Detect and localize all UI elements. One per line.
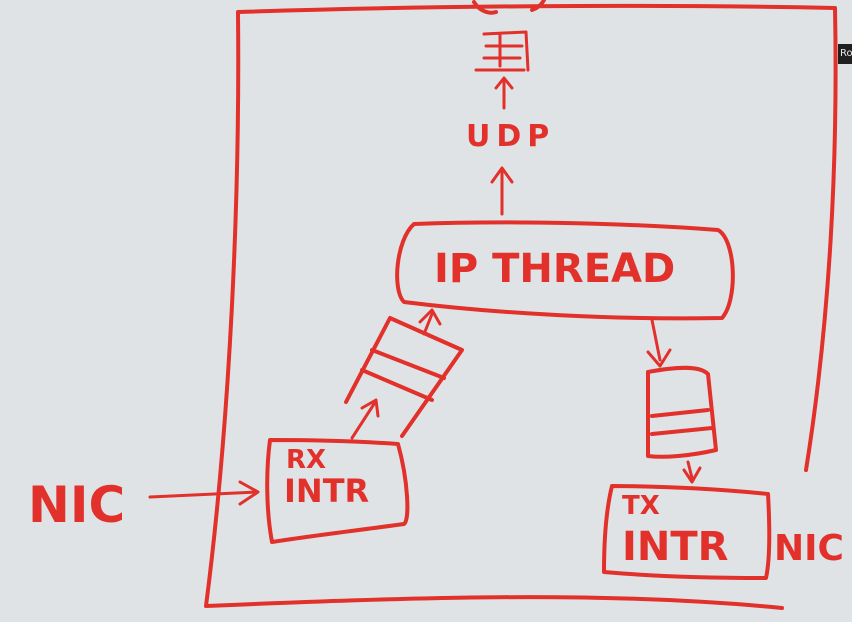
kernel-boundary-box bbox=[204, 3, 838, 610]
socket-queue-icon bbox=[474, 30, 530, 72]
rx-queue-icon bbox=[344, 316, 464, 438]
corner-tab: Ro bbox=[838, 44, 852, 64]
arrow-txqueue-to-tx bbox=[682, 460, 702, 484]
arrow-rxqueue-to-ip bbox=[418, 308, 442, 336]
udp-label: UDP bbox=[466, 119, 555, 154]
rx-label-line1: RX bbox=[286, 445, 326, 475]
arrow-ip-to-txqueue bbox=[646, 318, 672, 368]
nic-left-label: NIC bbox=[28, 476, 125, 534]
ip-thread-box bbox=[395, 220, 735, 321]
nic-right-label: NIC bbox=[774, 528, 844, 569]
ip-thread-label: IP THREAD bbox=[434, 246, 675, 292]
socket-arc bbox=[472, 0, 546, 15]
arrow-udp-to-socket bbox=[494, 76, 514, 110]
rx-label-line2: INTR bbox=[284, 472, 369, 510]
rx-interrupt-box bbox=[265, 438, 410, 544]
arrow-rx-to-queue bbox=[350, 398, 380, 440]
tx-interrupt-box bbox=[602, 484, 772, 580]
tx-label-line1: TX bbox=[622, 491, 660, 521]
arrow-ip-to-udp bbox=[490, 166, 514, 216]
arrow-nic-to-rx bbox=[148, 480, 260, 506]
tx-queue-icon bbox=[646, 365, 718, 459]
tx-label-line2: INTR bbox=[622, 524, 728, 570]
